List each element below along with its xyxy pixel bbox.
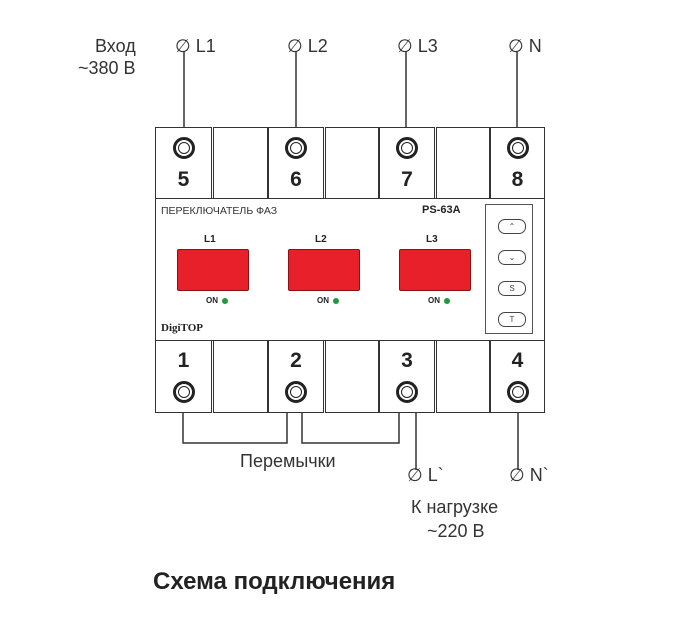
terminal-number: 5 (177, 168, 190, 191)
screw-terminal-icon (506, 137, 529, 159)
output-terminal-n: ∅ N` (509, 465, 549, 486)
terminal-block-8: 8 (490, 127, 545, 199)
led-icon (444, 297, 450, 304)
led-icon (333, 297, 339, 304)
spacer-block (436, 340, 490, 413)
diagram-caption: Схема подключения (153, 568, 396, 595)
jumpers-label: Перемычки (240, 451, 336, 471)
spacer-block (325, 340, 379, 413)
spacer-block (213, 340, 268, 413)
terminal-number: 3 (401, 349, 413, 372)
screw-terminal-icon (285, 137, 307, 159)
led-icon (222, 297, 228, 304)
terminal-block-1: 1 (155, 340, 212, 413)
terminal-name: L` (427, 465, 444, 485)
status-text: ON (317, 296, 329, 305)
button-panel: ⌃ ⌄ S T (485, 204, 533, 334)
display-l1 (177, 249, 249, 291)
set-button[interactable]: S (498, 281, 526, 296)
status-text: ON (206, 296, 218, 305)
phase-label-l1: L1 (204, 234, 216, 245)
jumper-1-2 (182, 413, 288, 444)
device-panel: ПЕРЕКЛЮЧАТЕЛЬ ФАЗ PS-63A L1 ON L2 ON L3 … (155, 198, 545, 341)
input-terminal-l1: ∅ L1 (175, 36, 216, 57)
input-label: Вход (95, 36, 136, 56)
display-l3 (399, 249, 471, 291)
terminal-block-2: 2 (268, 340, 324, 413)
spacer-block (213, 127, 268, 199)
screw-terminal-icon (172, 137, 195, 159)
terminal-number: 4 (511, 349, 524, 372)
screw-terminal-icon (396, 137, 418, 159)
status-text: ON (428, 296, 440, 305)
terminal-symbol-icon: ∅ (397, 36, 413, 56)
device-model: PS-63A (422, 204, 461, 216)
terminal-block-5: 5 (155, 127, 212, 199)
terminal-symbol-icon: ∅ (407, 465, 423, 485)
load-label: К нагрузке (411, 497, 499, 517)
screw-terminal-icon (172, 381, 195, 403)
terminal-symbol-icon: ∅ (287, 36, 303, 56)
timer-button[interactable]: T (498, 312, 526, 327)
terminal-name: L3 (417, 36, 438, 56)
terminal-symbol-icon: ∅ (175, 36, 191, 56)
terminal-name: N` (529, 465, 549, 485)
terminal-number: 8 (511, 168, 524, 191)
status-l3: ON (428, 296, 450, 305)
jumper-2-3 (301, 413, 400, 444)
phase-label-l3: L3 (426, 234, 438, 245)
terminal-symbol-icon: ∅ (508, 36, 524, 56)
down-button[interactable]: ⌄ (498, 250, 526, 265)
terminal-block-6: 6 (268, 127, 324, 199)
terminal-name: L1 (195, 36, 216, 56)
terminal-name: L2 (307, 36, 328, 56)
terminal-block-7: 7 (379, 127, 435, 199)
terminal-name: N (528, 36, 542, 56)
terminal-symbol-icon: ∅ (509, 465, 525, 485)
spacer-block (325, 127, 379, 199)
spacer-block (436, 127, 490, 199)
input-terminal-n: ∅ N (508, 36, 542, 57)
terminal-number: 7 (401, 168, 413, 191)
status-l2: ON (317, 296, 339, 305)
terminal-number: 6 (290, 168, 302, 191)
terminal-number: 2 (290, 349, 302, 372)
screw-terminal-icon (396, 381, 418, 403)
display-l2 (288, 249, 360, 291)
brand-logo: DigiTOP (161, 322, 203, 334)
terminal-block-3: 3 (379, 340, 435, 413)
input-terminal-l3: ∅ L3 (397, 36, 438, 57)
terminal-block-4: 4 (490, 340, 545, 413)
phase-label-l2: L2 (315, 234, 327, 245)
input-voltage: ~380 В (78, 58, 136, 78)
status-l1: ON (206, 296, 228, 305)
up-button[interactable]: ⌃ (498, 219, 526, 234)
input-terminal-l2: ∅ L2 (287, 36, 328, 57)
screw-terminal-icon (285, 381, 307, 403)
screw-terminal-icon (506, 381, 529, 403)
output-terminal-l: ∅ L` (407, 465, 444, 486)
load-voltage: ~220 В (427, 521, 485, 541)
terminal-number: 1 (177, 349, 190, 372)
device-title: ПЕРЕКЛЮЧАТЕЛЬ ФАЗ (161, 205, 278, 217)
